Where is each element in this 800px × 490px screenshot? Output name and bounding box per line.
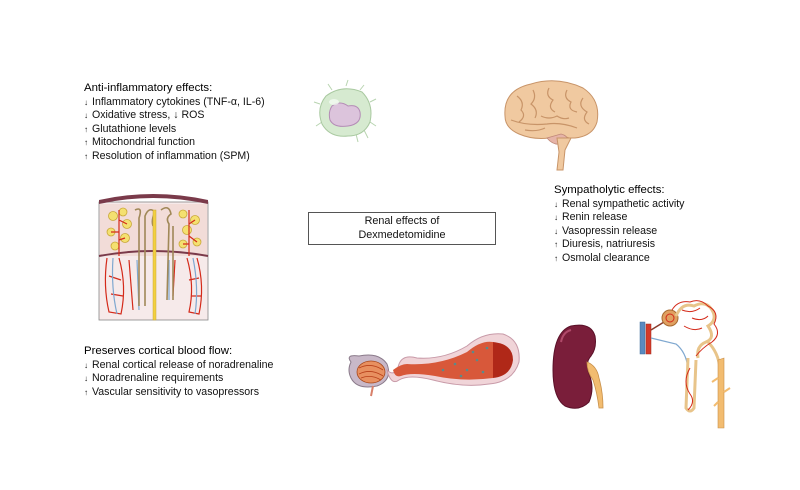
arrow-down-icon: ↓ — [554, 199, 558, 209]
effect-item: ↑ Vascular sensitivity to vasopressors — [84, 386, 273, 400]
sympatholytic-heading: Sympatholytic effects: — [554, 184, 665, 196]
effect-text: Resolution of inflammation (SPM) — [92, 149, 250, 162]
effect-text: Inflammatory cytokines (TNF-α, IL-6) — [92, 95, 265, 108]
anti-inflammatory-effects: Anti-inflammatory effects: ↓ Inflammatory… — [84, 82, 265, 164]
arrow-down-icon: ↓ — [84, 374, 88, 384]
arrow-up-icon: ↑ — [84, 124, 88, 134]
effect-item: ↑ Diuresis, natriuresis — [554, 238, 684, 252]
effect-item: ↓ Oxidative stress, ↓ ROS — [84, 109, 265, 123]
glomerulus-tubule-illustration — [348, 333, 520, 397]
effect-text: Glutathione levels — [92, 122, 177, 135]
effect-text: Noradrenaline requirements — [92, 372, 224, 385]
arrow-up-icon: ↑ — [84, 151, 88, 161]
cortical-flow-heading: Preserves cortical blood flow: — [84, 345, 233, 357]
nephron-illustration — [639, 300, 731, 429]
arrow-down-icon: ↓ — [84, 111, 88, 121]
effect-item: ↓ Vasopressin release — [554, 225, 684, 239]
effect-text: Vasopressin release — [562, 224, 658, 237]
kidney-illustration — [552, 324, 604, 409]
effect-text: Renal cortical release of noradrenaline — [92, 358, 274, 371]
arrow-up-icon: ↑ — [84, 387, 88, 397]
effect-item: ↑ Mitochondrial function — [84, 136, 265, 150]
arrow-up-icon: ↑ — [554, 253, 558, 263]
anti-inflammatory-list: ↓ Inflammatory cytokines (TNF-α, IL-6) ↓ Ox… — [84, 96, 265, 164]
effect-text: Diuresis, natriuresis — [562, 238, 656, 251]
effect-text: Vascular sensitivity to vasopressors — [92, 385, 260, 398]
sympatholytic-list: ↓ Renal sympathetic activity ↓ Renin releas… — [554, 198, 684, 266]
anti-inflammatory-heading: Anti-inflammatory effects: — [84, 82, 213, 94]
effect-item: ↓ Renal sympathetic activity — [554, 198, 684, 212]
effect-item: ↓ Renal cortical release of noradrenaline — [84, 359, 273, 373]
arrow-up-icon: ↑ — [554, 240, 558, 250]
arrow-down-icon: ↓ — [84, 97, 88, 107]
effect-text: Mitochondrial function — [92, 136, 196, 149]
effect-text: Oxidative stress, ↓ ROS — [92, 109, 205, 122]
effect-text: Renal sympathetic activity — [562, 197, 685, 210]
arrow-down-icon: ↓ — [554, 213, 558, 223]
effect-item: ↑ Glutathione levels — [84, 123, 265, 137]
arrow-down-icon: ↓ — [84, 360, 88, 370]
arrow-up-icon: ↑ — [84, 138, 88, 148]
effect-item: ↑ Osmolal clearance — [554, 252, 684, 266]
central-title-box: Renal effects of Dexmedetomidine — [308, 212, 496, 245]
central-title-line1: Renal effects of — [364, 215, 440, 227]
immune-cell-illustration — [313, 79, 377, 143]
effect-item: ↓ Renin release — [554, 211, 684, 225]
sympatholytic-effects: Sympatholytic effects: ↓ Renal sympatheti… — [554, 184, 684, 266]
cortical-flow-list: ↓ Renal cortical release of noradrenaline… — [84, 359, 273, 400]
effect-item: ↓ Inflammatory cytokines (TNF-α, IL-6) — [84, 96, 265, 110]
brain-illustration — [504, 80, 599, 171]
effect-text: Renin release — [562, 211, 628, 224]
effect-item: ↑ Resolution of inflammation (SPM) — [84, 150, 265, 164]
cortical-blood-flow-effects: Preserves cortical blood flow: ↓ Renal co… — [84, 345, 273, 399]
central-title-line2: Dexmedetomidine — [358, 229, 446, 241]
kidney-cortex-section-illustration — [98, 194, 209, 321]
effect-item: ↓ Noradrenaline requirements — [84, 372, 273, 386]
arrow-down-icon: ↓ — [554, 226, 558, 236]
effect-text: Osmolal clearance — [562, 251, 650, 264]
